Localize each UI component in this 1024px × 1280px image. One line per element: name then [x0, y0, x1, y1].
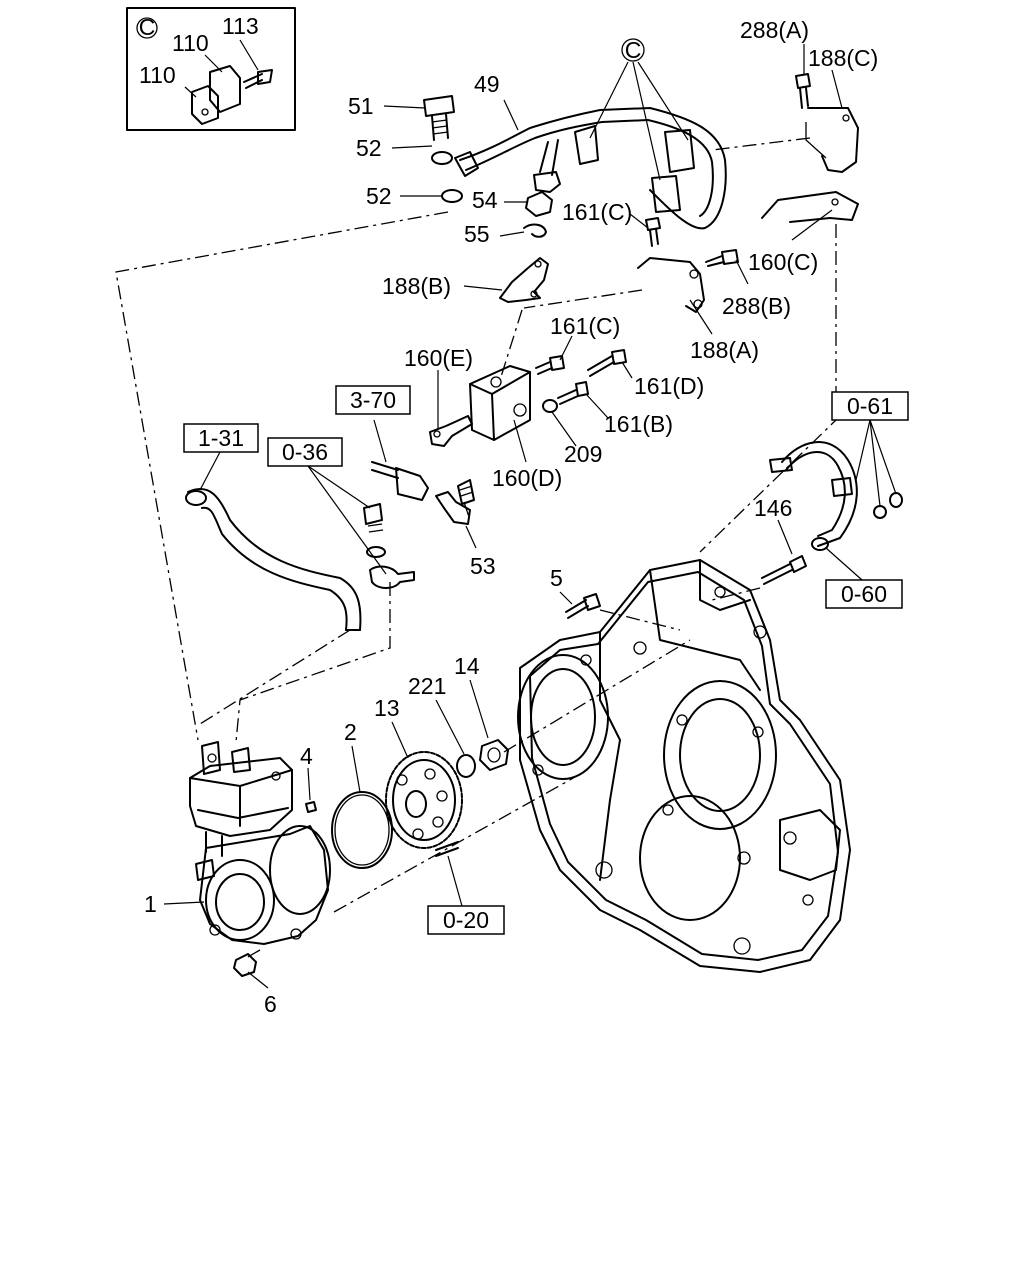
label-161c-top: 161(C) — [562, 199, 632, 225]
key-4 — [305, 801, 317, 813]
label-161c-mid: 161(C) — [550, 313, 620, 339]
banjo-bolt-51 — [423, 95, 455, 141]
gear-13 — [385, 751, 463, 849]
label-5: 5 — [550, 565, 563, 591]
bolt-161d — [587, 349, 627, 377]
inset-label-110-top: 110 — [172, 30, 209, 56]
label-55: 55 — [464, 221, 490, 247]
label-51: 51 — [348, 93, 374, 119]
clamp-drawing — [191, 65, 273, 125]
banjo-0-36 — [363, 503, 415, 589]
callout-c-group: C — [589, 37, 689, 181]
inset-box-c: C 110 113 110 — [126, 7, 296, 131]
timing-gear-case — [517, 559, 851, 973]
label-1: 1 — [144, 891, 157, 917]
bracket-188b — [499, 257, 549, 303]
union-53 — [435, 479, 475, 525]
o-ring-2 — [331, 791, 393, 869]
nut-6 — [233, 953, 257, 977]
label-288b: 288(B) — [722, 293, 791, 319]
nut-14 — [479, 739, 509, 771]
label-53: 53 — [470, 553, 496, 579]
label-14: 14 — [454, 653, 480, 679]
pin-0-20 — [435, 841, 459, 857]
svg-text:0-61: 0-61 — [847, 393, 893, 419]
inset-marker: C — [139, 14, 156, 40]
ref-box-0-36: 0-36 — [267, 437, 343, 467]
ref-box-0-20: 0-20 — [427, 905, 505, 935]
label-49: 49 — [474, 71, 500, 97]
label-160d: 160(D) — [492, 465, 562, 491]
label-160c: 160(C) — [748, 249, 818, 275]
bolt-161b — [557, 381, 589, 405]
label-161d: 161(D) — [634, 373, 704, 399]
label-160e: 160(E) — [404, 345, 473, 371]
label-188a: 188(A) — [690, 337, 759, 363]
leader-lines — [163, 44, 897, 989]
label-2: 2 — [344, 719, 357, 745]
clip-55 — [523, 223, 547, 238]
label-146: 146 — [754, 495, 792, 521]
label-188c: 188(C) — [808, 45, 878, 71]
ref-box-1-31: 1-31 — [183, 423, 259, 453]
bolt-146 — [761, 555, 807, 585]
sensor-3-70 — [371, 461, 429, 501]
block-160d — [469, 365, 531, 441]
label-6: 6 — [264, 991, 277, 1017]
inset-label-110-bottom: 110 — [139, 62, 176, 88]
bolt-161c-mid — [535, 355, 565, 375]
svg-text:0-20: 0-20 — [443, 907, 489, 933]
ref-box-3-70: 3-70 — [335, 385, 411, 415]
label-54: 54 — [472, 187, 498, 213]
bolt-288b — [705, 249, 739, 267]
inset-label-113: 113 — [222, 13, 259, 39]
bolt-5 — [565, 593, 601, 619]
bracket-160c — [761, 191, 859, 223]
svg-text:1-31: 1-31 — [198, 425, 244, 451]
label-288a: 288(A) — [740, 17, 809, 43]
label-52-upper: 52 — [356, 135, 382, 161]
svg-text:0-60: 0-60 — [841, 581, 887, 607]
label-209: 209 — [564, 441, 602, 467]
nut-54 — [525, 191, 553, 217]
svg-text:3-70: 3-70 — [350, 387, 396, 413]
label-188b: 188(B) — [382, 273, 451, 299]
washer-52-lower — [441, 189, 463, 203]
washer-209 — [542, 399, 558, 413]
bolt-161c-top — [645, 217, 661, 247]
bracket-160e — [429, 415, 473, 447]
air-compressor-1 — [189, 741, 331, 945]
pipe-0-61 — [769, 441, 903, 551]
label-13: 13 — [374, 695, 400, 721]
ref-box-0-61: 0-61 — [831, 391, 909, 421]
bolt-288a — [795, 73, 811, 109]
svg-text:0-36: 0-36 — [282, 439, 328, 465]
ref-box-0-60: 0-60 — [825, 579, 903, 609]
washer-52-upper — [431, 151, 453, 165]
label-161b: 161(B) — [604, 411, 673, 437]
label-4: 4 — [300, 743, 313, 769]
label-221: 221 — [408, 673, 446, 699]
oil-pipe-49 — [454, 107, 727, 230]
hose-1-31 — [185, 487, 362, 631]
washer-221 — [456, 754, 476, 778]
bracket-188a — [637, 257, 705, 313]
label-52-lower: 52 — [366, 183, 392, 209]
c-group-marker: C — [625, 37, 642, 63]
bracket-188c — [805, 107, 859, 173]
